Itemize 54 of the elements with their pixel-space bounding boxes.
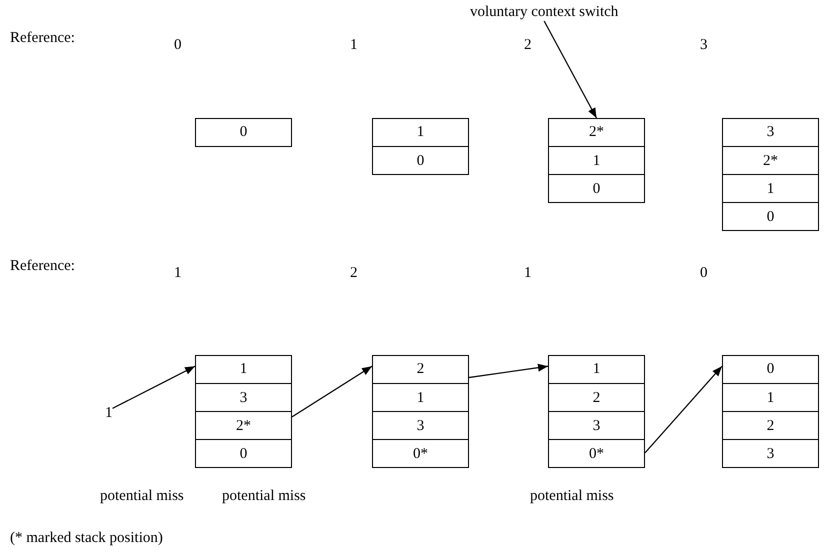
stack-entry: 1 (549, 146, 644, 174)
stack-entry: 2 (373, 356, 468, 382)
stack-entry: 2* (549, 119, 644, 146)
annotation-text: 2 (350, 265, 358, 282)
stack-entry: 1 (196, 356, 291, 382)
stack-entry: 0 (196, 119, 291, 146)
annotation-text: Reference: (10, 30, 75, 47)
annotation-text: 1 (524, 265, 532, 282)
arrow (644, 366, 722, 454)
stack-entry: 1 (373, 382, 468, 410)
stack-box (548, 355, 645, 468)
stack-entry: 1 (723, 382, 818, 410)
stack-entry: 3 (549, 410, 644, 438)
annotation-text: potential miss (530, 488, 614, 505)
stack-entry: 3 (196, 382, 291, 410)
annotation-text: potential miss (222, 488, 306, 505)
annotation-text: 2 (524, 37, 532, 54)
arrow (468, 364, 548, 378)
stack-entry: 0* (549, 438, 644, 466)
annotation-text: potential miss (100, 488, 184, 505)
annotation-text: 1 (105, 405, 112, 422)
stack-entry: 1 (549, 356, 644, 382)
footnote: (* marked stack position) (10, 530, 163, 547)
stack-entry: 2 (549, 382, 644, 410)
stack-entry: 2* (196, 410, 291, 438)
stack-box (548, 118, 645, 202)
annotation-text: 0 (174, 37, 182, 54)
stack-entry: 1 (373, 119, 468, 146)
stack-entry: 3 (723, 119, 818, 146)
arrow (544, 20, 598, 118)
arrow (292, 366, 372, 418)
arrow (112, 366, 196, 409)
stack-box (722, 118, 819, 230)
stack-entry: 0 (373, 146, 468, 174)
stack-entry: 3 (723, 438, 818, 466)
stack-entry: 2 (723, 410, 818, 438)
stack-entry: 3 (373, 410, 468, 438)
stack-entry: 2* (723, 146, 818, 174)
annotation-text: 3 (700, 37, 708, 54)
stack-box (722, 355, 819, 468)
annotation-text: 1 (350, 37, 358, 54)
annotation-text: Reference: (10, 258, 75, 275)
stack-box (195, 355, 292, 468)
stack-entry: 0 (723, 356, 818, 382)
annotation-text: voluntary context switch (470, 4, 618, 21)
stack-entry: 0 (723, 202, 818, 230)
stack-entry: 0 (549, 174, 644, 202)
stack-entry: 0 (196, 438, 291, 466)
stack-box (372, 355, 469, 468)
stack-box (372, 118, 469, 174)
stack-entry: 0* (373, 438, 468, 466)
annotation-text: 0 (700, 265, 708, 282)
annotation-text: 1 (174, 265, 182, 282)
stack-entry: 1 (723, 174, 818, 202)
